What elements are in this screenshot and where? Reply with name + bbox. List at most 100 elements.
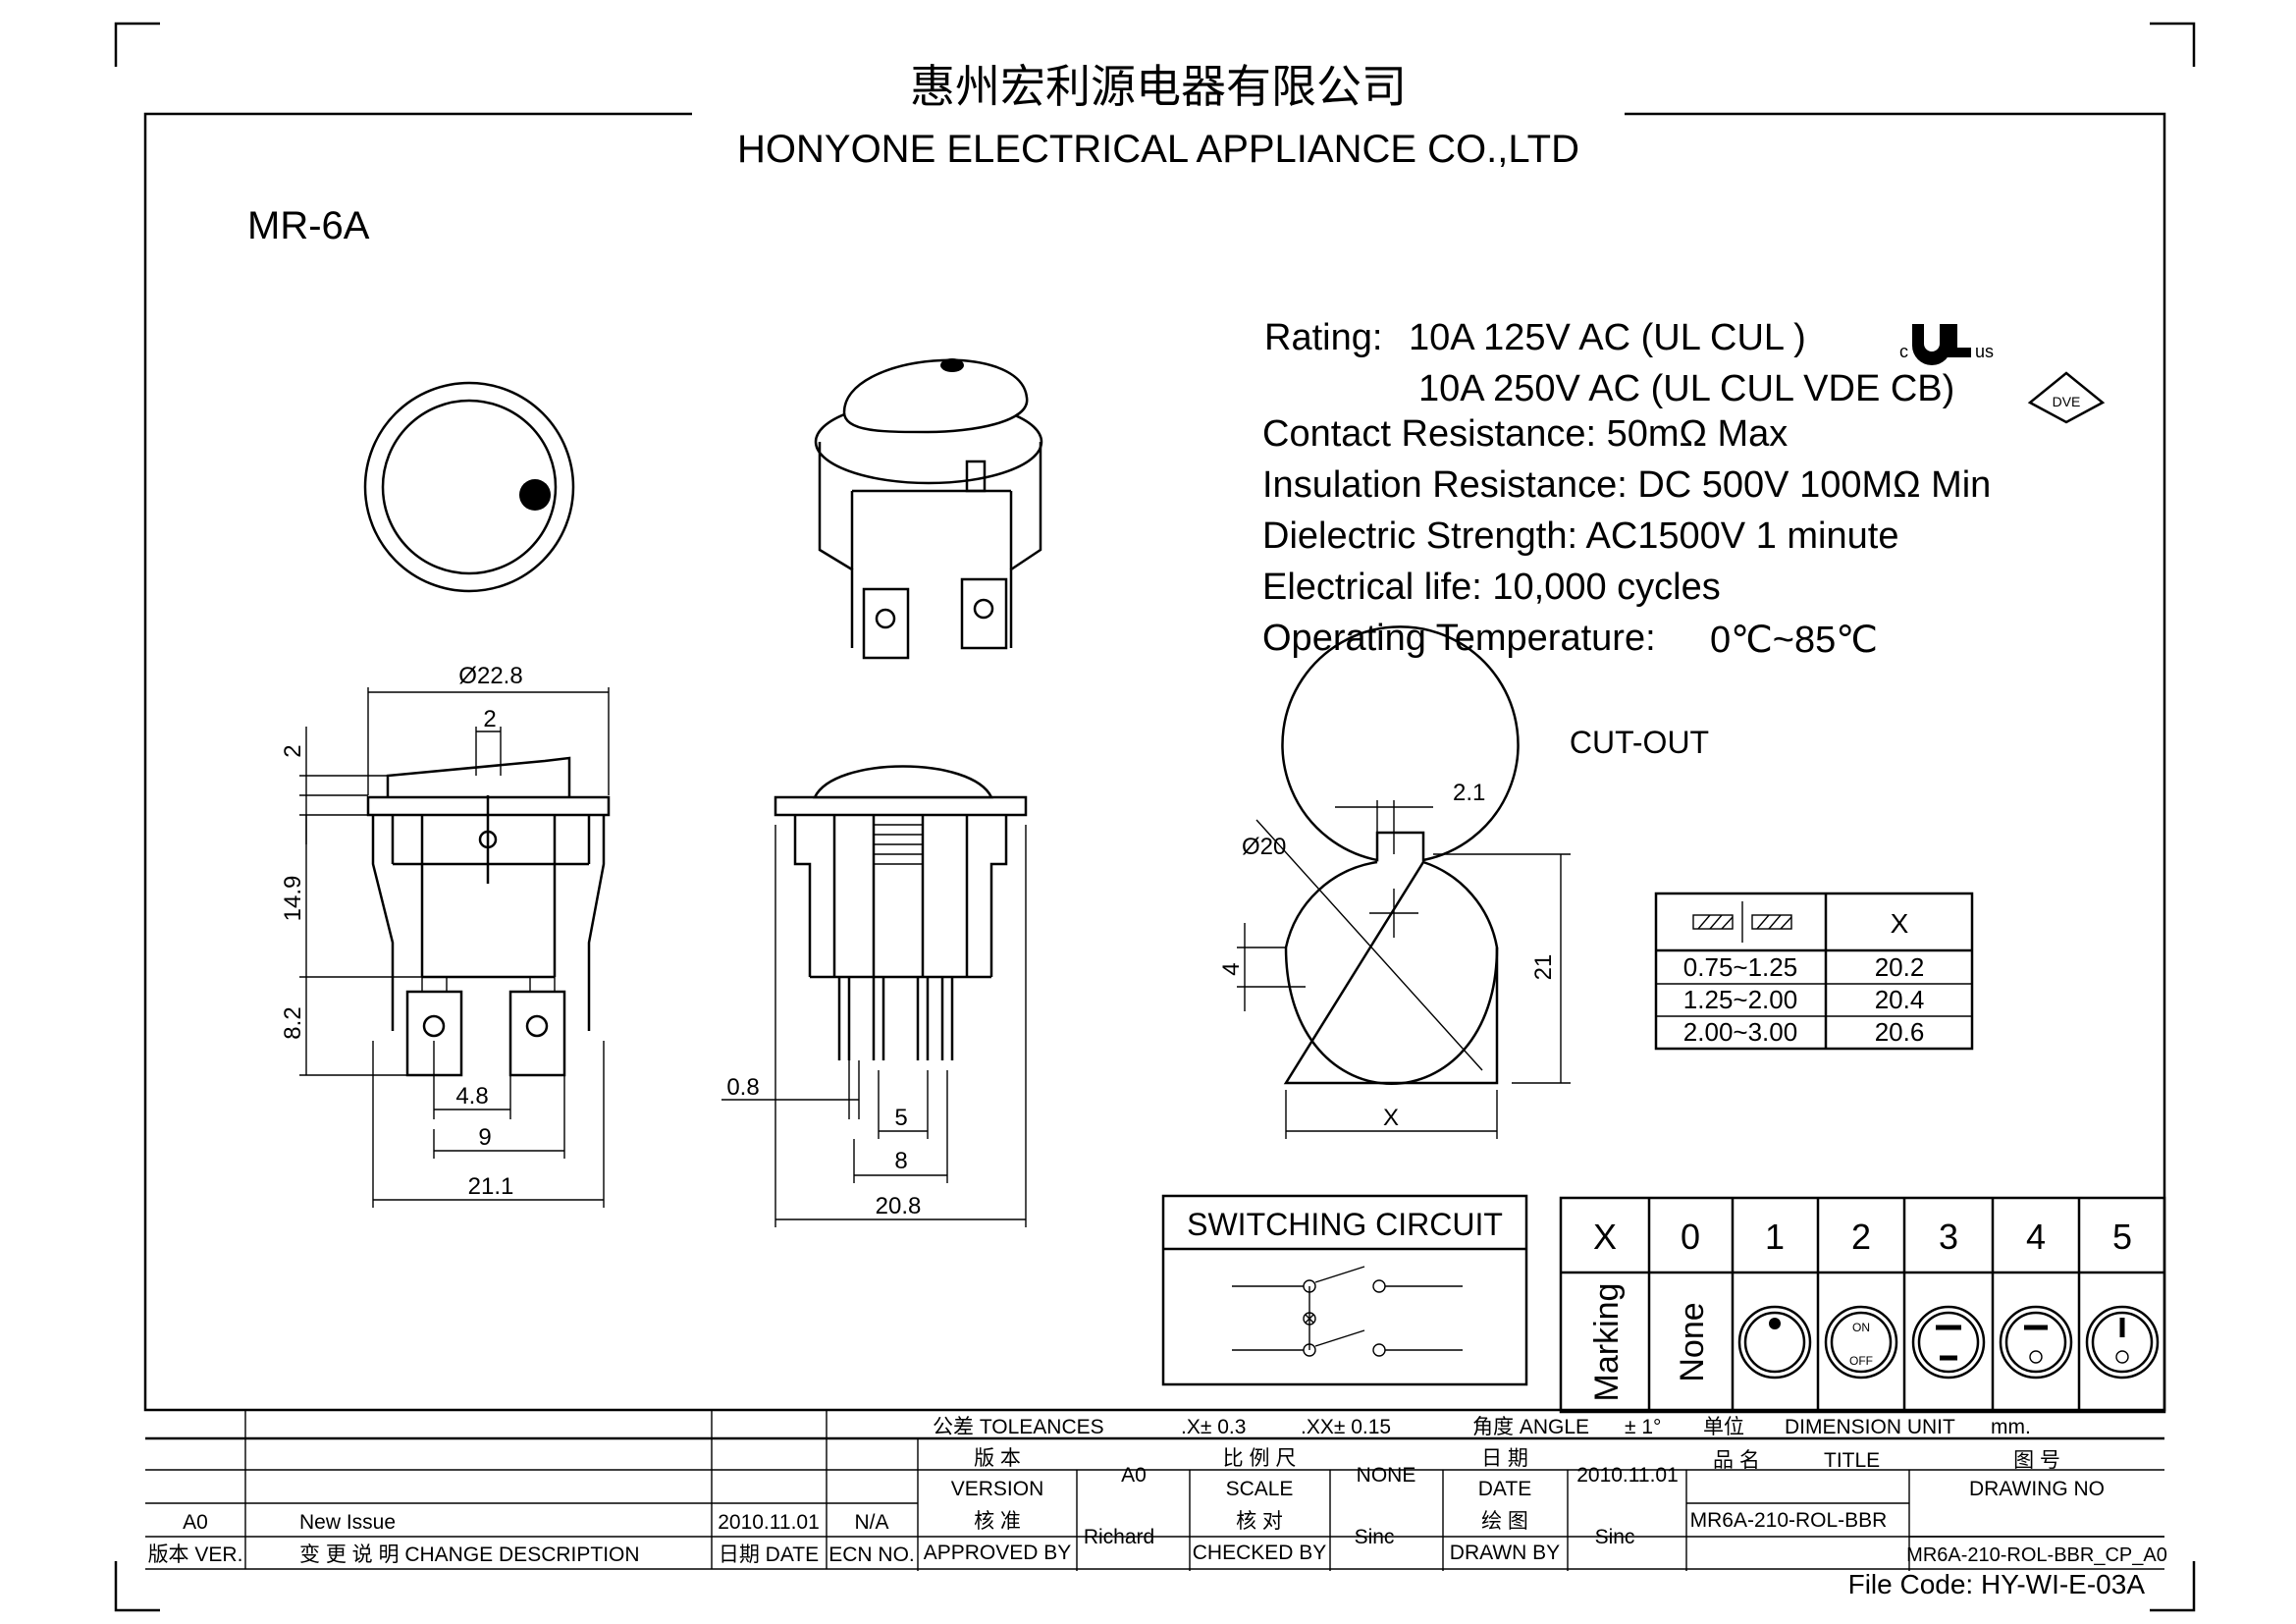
revision-date: 2010.11.01 <box>718 1511 820 1534</box>
dim-terminal-width: 4.8 <box>455 1083 488 1110</box>
dim-side-pitch-outer: 8 <box>894 1148 907 1174</box>
dim-terminal-pitch: 9 <box>478 1124 491 1151</box>
col-date-label: 日期 DATE <box>719 1543 819 1566</box>
table-thickness-1: 0.75~1.25 <box>1683 952 1797 982</box>
scale-en: SCALE <box>1226 1478 1294 1500</box>
operating-temperature-value: 0℃~85℃ <box>1710 620 1878 661</box>
dim-actuator-gap: 2 <box>280 744 306 757</box>
marking-col-3: 3 <box>1939 1217 1958 1257</box>
front-view-drawing <box>366 756 611 1077</box>
col-version-label: 版本 VER. <box>148 1543 243 1566</box>
svg-text:us: us <box>1975 342 1994 361</box>
marking-dash-icon <box>1911 1305 1986 1380</box>
marking-col-5: 5 <box>2112 1217 2132 1257</box>
dim-terminal-height: 8.2 <box>280 1006 306 1039</box>
dim-cutout-diameter: Ø20 <box>1242 834 1286 860</box>
rating-line-2: 10A 250V AC (UL CUL VDE CB) <box>1418 368 1954 409</box>
version-cn: 版 本 <box>974 1447 1021 1470</box>
checked-cn: 核 对 <box>1236 1510 1283 1533</box>
switching-circuit: SWITCHING CIRCUIT <box>1161 1194 1528 1386</box>
dim-side-width: 20.8 <box>876 1193 922 1219</box>
side-view-dimensions: 0.8 5 8 20.8 <box>721 825 1027 1227</box>
isometric-view-drawing <box>814 358 1043 660</box>
cutout-title: CUT-OUT <box>1570 725 1709 760</box>
drawing-no-cn: 图 号 <box>2013 1449 2060 1472</box>
version-value: A0 <box>1121 1464 1147 1487</box>
panel-thickness-table: X 0.75~1.25 20.2 1.25~2.00 20.4 2.00~3.0… <box>1654 892 1974 1051</box>
scale-cn: 比 例 尺 <box>1223 1447 1297 1470</box>
tolerance-label: 公差 TOLEANCES <box>933 1416 1104 1438</box>
scale-value: NONE <box>1357 1464 1416 1487</box>
drawn-value: Sinc <box>1595 1526 1635 1548</box>
title-en: TITLE <box>1824 1449 1880 1472</box>
rating-label: Rating: <box>1264 317 1382 358</box>
dielectric-strength: Dielectric Strength: AC1500V 1 minute <box>1262 515 1898 557</box>
model-number: MR-6A <box>247 204 370 247</box>
checked-en: CHECKED BY <box>1193 1542 1327 1564</box>
svg-text:ON: ON <box>1852 1321 1870 1334</box>
switching-circuit-title: SWITCHING CIRCUIT <box>1187 1207 1503 1242</box>
ul-certification-icon: c us <box>1899 324 1994 365</box>
svg-text:OFF: OFF <box>1849 1354 1873 1368</box>
vde-certification-icon: DVE <box>2027 371 2106 424</box>
cutout-drawing: CUT-OUT Ø20 2.1 4 21 X <box>1218 625 1709 1139</box>
tolerance-x: .X± 0.3 <box>1181 1416 1246 1438</box>
svg-text:c: c <box>1899 342 1908 361</box>
marking-col-4: 4 <box>2026 1217 2046 1257</box>
rating-line-1: 10A 125V AC (UL CUL ) <box>1409 317 1806 358</box>
side-view-drawing <box>774 765 1028 1060</box>
col-ecn-label: ECN NO. <box>828 1543 915 1566</box>
table-x-2: 20.4 <box>1875 985 1925 1014</box>
dim-slot-width: 2.1 <box>1453 780 1485 806</box>
table-x-1: 20.2 <box>1875 952 1925 982</box>
dim-overall-width: 21.1 <box>468 1173 514 1200</box>
drawn-cn: 绘 图 <box>1481 1510 1528 1533</box>
drawing-no-en: DRAWING NO <box>1969 1478 2105 1500</box>
dim-body-height: 14.9 <box>280 876 306 922</box>
marking-col-0: 0 <box>1681 1217 1700 1257</box>
dim-cutout-x: X <box>1383 1105 1399 1131</box>
angle-label: 角度 ANGLE <box>1472 1416 1589 1438</box>
title-block: 公差 TOLEANCES .X± 0.3 .XX± 0.15 角度 ANGLE … <box>145 1410 2167 1571</box>
file-code: File Code: HY-WI-E-03A <box>1848 1569 2146 1599</box>
checked-value: Sinc <box>1355 1526 1395 1548</box>
electrical-life: Electrical life: 10,000 cycles <box>1262 567 1721 608</box>
drawing-frame <box>143 112 2166 1412</box>
front-view-dimensions: Ø22.8 2 2 14.9 8.2 4.8 9 21.1 <box>280 663 610 1208</box>
dim-terminal-thickness: 0.8 <box>726 1074 759 1101</box>
date-cn: 日 期 <box>1481 1447 1528 1470</box>
marking-row-label: Marking <box>1588 1283 1626 1402</box>
operating-temperature-label: Operating Temperature: <box>1262 618 1656 659</box>
table-x-3: 20.6 <box>1875 1017 1925 1047</box>
approved-en: APPROVED BY <box>924 1542 1072 1564</box>
drawing-no-value: MR6A-210-ROL-BBR_CP_A0 <box>1906 1544 2167 1566</box>
dim-front-width: Ø22.8 <box>458 663 522 689</box>
tolerance-xx: .XX± 0.15 <box>1301 1416 1391 1438</box>
title-value: MR6A-210-ROL-BBR <box>1690 1509 1888 1532</box>
revision-description: New Issue <box>299 1511 396 1534</box>
svg-text:DVE: DVE <box>2053 394 2081 409</box>
revision-version: A0 <box>183 1511 208 1534</box>
marking-bar-circle-icon <box>1999 1305 2073 1380</box>
insulation-resistance: Insulation Resistance: DC 500V 100MΩ Min <box>1262 464 1991 506</box>
approved-cn: 核 准 <box>974 1510 1021 1533</box>
date-value: 2010.11.01 <box>1576 1464 1679 1487</box>
specifications: Rating: 10A 125V AC (UL CUL ) 10A 250V A… <box>1262 317 1991 661</box>
unit-label: DIMENSION UNIT <box>1785 1416 1955 1438</box>
drawn-en: DRAWN BY <box>1450 1542 1560 1564</box>
marking-table: X 0 1 2 3 4 5 Marking None ON OFF <box>1559 1196 2166 1414</box>
contact-resistance: Contact Resistance: 50mΩ Max <box>1262 413 1788 455</box>
date-en: DATE <box>1478 1478 1531 1500</box>
angle-value: ± 1° <box>1625 1416 1661 1438</box>
revision-ecn: N/A <box>854 1511 888 1534</box>
marking-power-icon <box>2085 1305 2160 1380</box>
corner-marks <box>114 22 2196 1612</box>
marking-dot-icon <box>1737 1305 1812 1380</box>
marking-col-2: 2 <box>1851 1217 1871 1257</box>
table-header-x: X <box>1891 908 1909 939</box>
marking-none-label: None <box>1674 1302 1711 1381</box>
table-thickness-3: 2.00~3.00 <box>1683 1017 1797 1047</box>
dim-slot-depth: 4 <box>1218 962 1245 975</box>
dim-side-pitch-inner: 5 <box>894 1105 907 1131</box>
